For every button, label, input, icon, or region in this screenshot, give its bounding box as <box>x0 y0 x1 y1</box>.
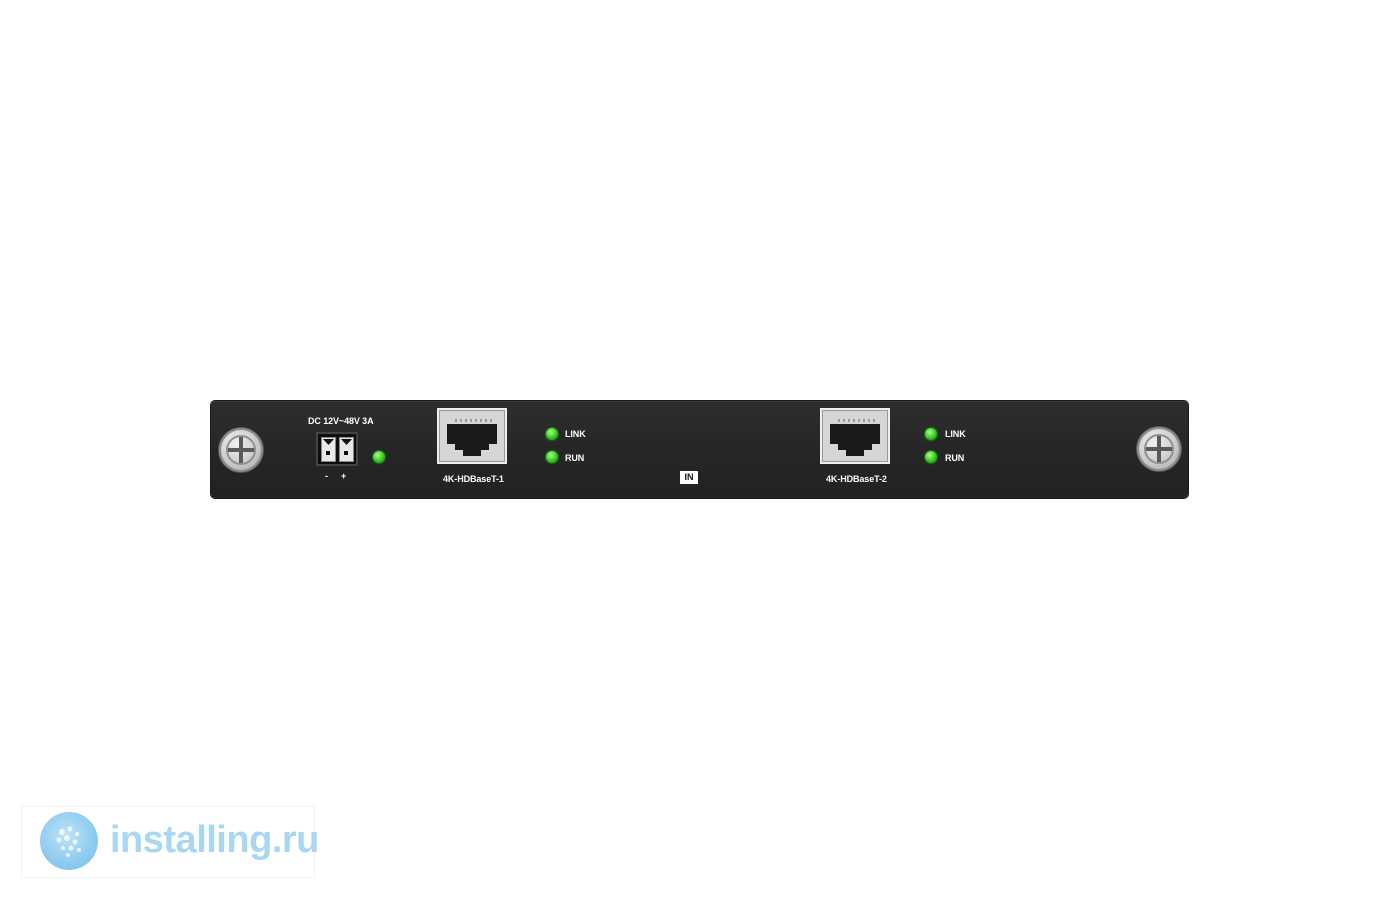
rj45-port-1 <box>437 408 507 464</box>
installing-logo-icon <box>40 812 98 870</box>
rj45-port-2 <box>820 408 890 464</box>
port-2-name: 4K-HDBaseT-2 <box>826 474 887 484</box>
watermark-text: installing.ru <box>110 819 319 861</box>
power-led <box>373 451 385 463</box>
terminal-slot-negative <box>321 437 336 462</box>
port-2-run-led <box>925 451 937 463</box>
port-1-link-led <box>546 428 558 440</box>
port-1-run-led <box>546 451 558 463</box>
power-rating-label: DC 12V~48V 3A <box>308 416 374 426</box>
hdbaset-input-card-front-panel: DC 12V~48V 3A - + <box>211 401 1188 498</box>
terminal-slot-positive <box>339 437 354 462</box>
port-1-run-label: RUN <box>565 453 585 463</box>
left-mounting-screw-icon <box>219 428 263 472</box>
port-1-link-label: LINK <box>565 429 586 439</box>
input-badge: IN <box>680 471 698 484</box>
port-1-name: 4K-HDBaseT-1 <box>443 474 504 484</box>
right-mounting-screw-icon <box>1137 427 1181 471</box>
port-2-run-label: RUN <box>945 453 965 463</box>
dc-power-terminal-block <box>316 432 358 466</box>
port-2-link-label: LINK <box>945 429 966 439</box>
watermark: installing.ru <box>21 806 319 878</box>
power-plus-label: + <box>341 471 347 481</box>
power-minus-label: - <box>325 471 328 481</box>
port-2-link-led <box>925 428 937 440</box>
